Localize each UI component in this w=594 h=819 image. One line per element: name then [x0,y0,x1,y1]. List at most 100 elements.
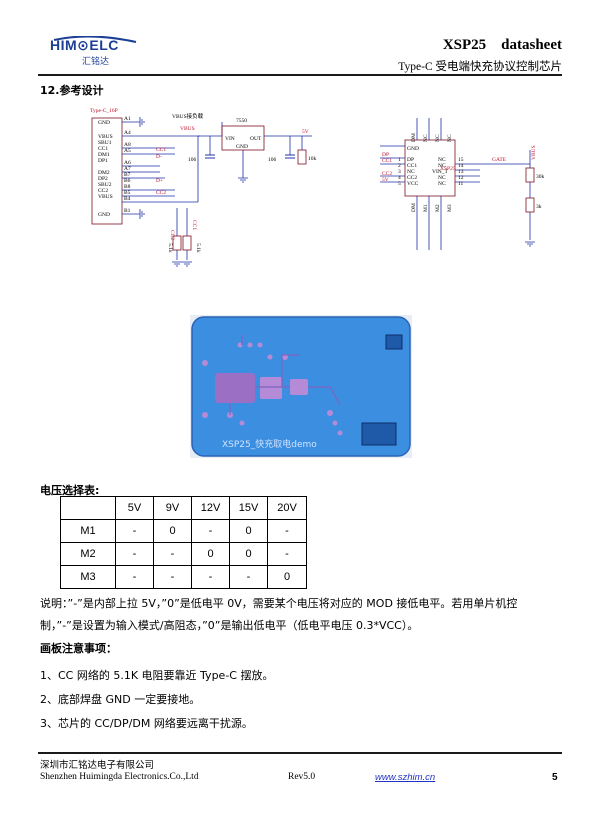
table-cell: - [153,565,192,589]
table-cell: 0 [191,542,230,566]
page-number: 5 [552,772,558,783]
header-divider [38,74,562,76]
conn-pin-num: B6 [124,178,131,184]
ic-net-cc2: CC2 [382,171,392,177]
table-cell: 0 [229,519,268,543]
voltage-select-table: 5V 9V 12V 15V 20V M1 - 0 - 0 - M2 - - 0 … [60,496,307,589]
ic-left-pin: CC2 [407,175,417,181]
ic-top-pin: NC [447,134,453,142]
ic-right-pin: NC [438,157,446,163]
conn-pin-label: VBUS [98,134,113,140]
ic-right-num: 11 [458,181,464,187]
table-header-cell [60,496,116,520]
ic-right-num: 15 [458,157,464,163]
table-header-row: 5V 9V 12V 15V 20V [60,496,307,520]
footer-revision: Rev5.0 [288,772,316,782]
conn-pin-label: DP2 [98,176,108,182]
voltage-note-line2: 制，”-”是设置为输入模式/高阻态，”0”是输出低电平（低电平电压 0.3*VC… [40,619,419,632]
table-cell: - [115,565,154,589]
ic-left-pin: GND [407,146,419,152]
ic-name: XSP25 [440,166,456,172]
logo-swoosh [53,36,137,43]
ic-bottom-pin: M2 [435,204,441,212]
conn-pin-label: CC2 [98,188,108,194]
table-row: M2 - - 0 0 - [60,542,307,566]
conn-pin-num: A4 [124,130,131,136]
logo-text: HIM⊙ELC [50,37,119,53]
net-5v: 5V [302,129,309,135]
table-header-cell: 12V [191,496,230,520]
pcb-note-item: 2、底部焊盘 GND 一定要接地。 [40,693,201,706]
cap-out-value: 106 [268,157,277,163]
resistor-30k [525,167,535,183]
conn-pin-label: DP1 [98,158,108,164]
ic-left-pin: CC1 [407,163,417,169]
conn-pin-label: GND [98,120,110,126]
conn-pin-num: A1 [124,116,131,122]
xsp25-chip-box [404,139,456,197]
table-row: M3 - - - - 0 [60,565,307,589]
conn-pin-num: B7 [124,172,131,178]
table-cell: 0 [267,565,307,589]
resistor-5k1-cc2 [182,235,192,251]
conn-pin-num: B1 [124,208,131,214]
ground-symbol [139,117,145,127]
ic-net-5v: 5V [382,177,389,183]
document-subtitle: Type-C 受电端快充协议控制芯片 [398,61,562,73]
conn-pin-num: B4 [124,196,131,202]
resistor-10k [297,149,307,165]
net-vbus-right: VBUS [531,145,537,160]
conn-pin-label: SBU1 [98,140,112,146]
table-cell: 0 [229,542,268,566]
ground-symbol [238,177,248,183]
ground-symbol [172,261,182,267]
table-cell: - [191,565,230,589]
ic-bottom-pin: DM [411,203,417,212]
ic-top-pin: DM [411,133,417,142]
ic-bottom-pin: M3 [447,204,453,212]
footer-website-link[interactable]: www.szhim.cn [375,772,436,783]
regulator-gnd: GND [236,144,248,150]
conn-pin-num: A5 [124,148,131,154]
conn-pin-label: DM1 [98,152,110,158]
company-logo [53,36,137,43]
net-cc1-vertical: CC1 [191,220,197,230]
resistor-3k-value: 3k [536,204,542,210]
ic-left-pin: VCC [407,181,419,187]
resistor-5k1-value: 5.1k [167,243,173,253]
ic-left-num: 2 [398,163,401,169]
table-cell: - [115,519,154,543]
net-vbus: VBUS [180,126,195,132]
conn-pin-num: A6 [124,160,131,166]
conn-pin-num: B5 [124,190,131,196]
pcb-notes-title: 画板注意事项： [40,642,117,655]
resistor-3k [525,197,535,213]
net-cc1: CC1 [156,147,166,153]
ic-top-pin: NC [423,134,429,142]
net-dminus: D- [156,154,162,160]
conn-pin-num: A7 [124,166,131,172]
ic-top-pin: NC [435,134,441,142]
pcb-marker [361,422,397,446]
ic-net-cc1: CC1 [382,158,392,164]
conn-pin-label: VBUS [98,194,113,200]
ic-left-num: 4 [398,175,401,181]
ic-right-num: 12 [458,175,464,181]
ic-left-pin: NC [407,169,415,175]
ic-right-pin: NC [438,181,446,187]
table-cell: M3 [60,565,116,589]
pcb-marker [385,334,403,350]
table-header-cell: 15V [229,496,268,520]
table-cell: - [267,519,307,543]
net-gate: GATE [492,157,507,163]
ic-net-dp: DP [382,152,389,158]
net-cc2-vertical: CC2 [169,230,175,240]
ic-bottom-pin: M1 [423,204,429,212]
footer-divider [38,752,562,754]
regulator-name: 7550 [236,118,247,124]
conn-pin-label: SBU2 [98,182,112,188]
table-cell: - [267,542,307,566]
table-cell: - [229,565,268,589]
pcb-silkscreen-label: XSP25_快充取电demo [222,438,317,450]
conn-pin-num: A8 [124,142,131,148]
